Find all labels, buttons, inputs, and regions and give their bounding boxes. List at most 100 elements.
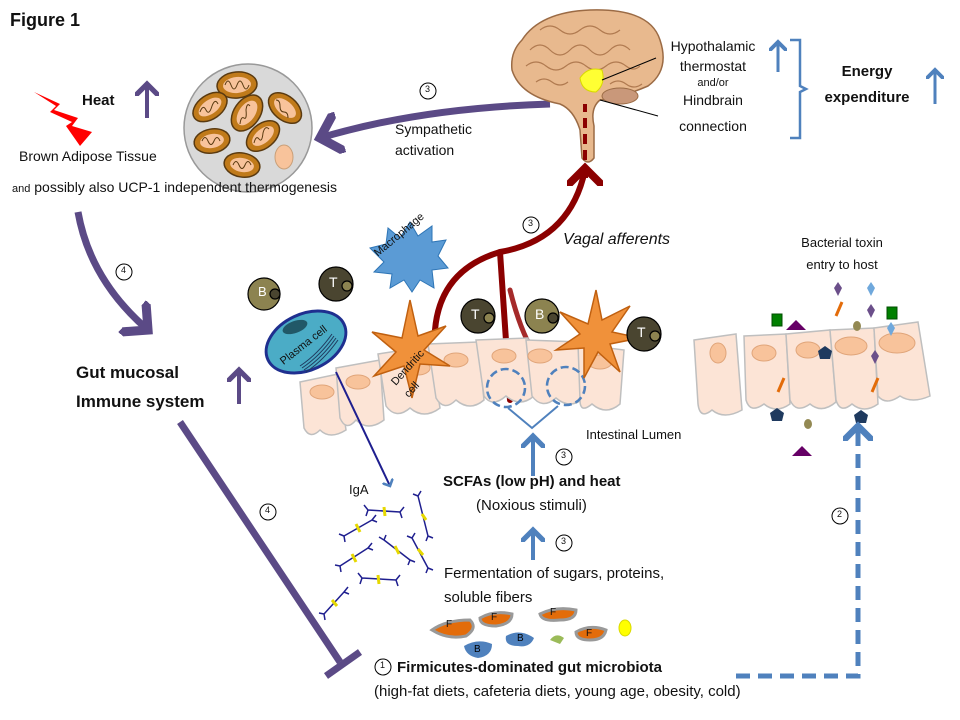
step-3-badge xyxy=(555,534,573,552)
iga-antibodies xyxy=(318,490,434,621)
firmicutes xyxy=(574,625,608,642)
brain-label-1: Hypothalamic xyxy=(670,38,756,54)
step-3-badge xyxy=(419,82,437,100)
b-label: B xyxy=(474,644,481,655)
brace-icon xyxy=(790,38,809,140)
fermentation-label-2: soluble fibers xyxy=(444,589,533,606)
toxin-triangle xyxy=(792,446,812,456)
plasma-to-iga-arrow xyxy=(335,371,390,486)
toxin-diamond xyxy=(871,350,879,364)
toxin-pentagon xyxy=(854,410,868,423)
bacteroidetes xyxy=(464,641,492,658)
t-cell xyxy=(318,266,354,302)
t-cell-label: T xyxy=(329,274,338,290)
microbiota-subtitle: (high-fat diets, cafeteria diets, young … xyxy=(374,683,741,700)
vagal-label: Vagal afferents xyxy=(563,231,671,248)
step-1-label: 1 xyxy=(380,660,386,670)
toxin-label-2: entry to host xyxy=(806,257,878,272)
f-label: F xyxy=(491,612,498,623)
brain-label-5: connection xyxy=(679,118,747,134)
step-2-badge xyxy=(831,507,849,525)
f-label: F xyxy=(586,628,593,639)
f-label: F xyxy=(550,607,557,618)
toxin-drop xyxy=(853,321,861,331)
other-microbe xyxy=(618,619,632,637)
toxin-rod xyxy=(834,301,844,317)
t-cell xyxy=(460,298,496,334)
macrophage xyxy=(369,221,449,293)
gut-microbes xyxy=(429,607,632,658)
sympathetic-label-1: Sympathetic xyxy=(395,121,473,137)
toxin-square xyxy=(886,306,898,320)
lumen-label: Intestinal Lumen xyxy=(586,427,682,442)
step-4-label: 4 xyxy=(265,505,271,515)
toxin-square xyxy=(771,313,783,327)
fermentation-label-1: Fermentation of sugars, proteins, xyxy=(444,565,665,582)
receptor-circle xyxy=(545,365,587,407)
toxin-pentagon xyxy=(770,408,784,421)
lymphocytes xyxy=(247,266,662,352)
t-cell-label: T xyxy=(471,306,480,322)
noxious-label: (Noxious stimuli) xyxy=(476,497,587,514)
b-cell-label: B xyxy=(258,284,267,299)
toxin-rod xyxy=(870,377,880,393)
toxin-entry-dashed-path xyxy=(736,428,861,679)
toxin-label-1: Bacterial toxin xyxy=(801,235,883,250)
toxin-rod xyxy=(776,377,786,393)
step-1-badge xyxy=(374,658,392,676)
dendritic-cell xyxy=(371,299,451,399)
scfa-label: SCFAs (low pH) and heat xyxy=(443,473,621,490)
energy-label-1: Energy xyxy=(841,63,893,80)
bat-to-immune-arrow xyxy=(74,211,148,330)
bacterial-toxins xyxy=(770,282,898,456)
immune-label-1: Gut mucosal xyxy=(76,363,179,382)
figure-title: Figure 1 xyxy=(10,10,81,30)
toxin-diamond xyxy=(867,282,875,296)
sympathetic-arrow xyxy=(320,100,551,138)
immune-label-2: Immune system xyxy=(76,392,205,411)
step-4-label: 4 xyxy=(121,265,127,275)
t-cell xyxy=(626,316,662,352)
heat-label: Heat xyxy=(82,92,115,109)
toxin-diamond xyxy=(887,322,895,336)
brain-label-2: thermostat xyxy=(679,58,747,74)
thermogenesis-prefix: and xyxy=(12,183,31,195)
firmicutes xyxy=(478,611,514,628)
toxin-drop xyxy=(804,419,812,429)
step-3-badge xyxy=(522,216,540,234)
brown-adipose-cell xyxy=(183,63,313,193)
brain-illustration xyxy=(510,9,664,163)
step-4-badge xyxy=(115,263,133,281)
bat-label: Brown Adipose Tissue xyxy=(19,148,157,164)
toxin-pentagon xyxy=(818,346,832,359)
toxin-diamond xyxy=(834,282,842,296)
firmicutes xyxy=(538,607,578,622)
step-4-badge xyxy=(259,503,277,521)
inhibition-bar xyxy=(323,649,363,679)
lightning-bolt-icon xyxy=(34,92,92,146)
step-3-badge xyxy=(555,448,573,466)
nucleus xyxy=(274,144,294,170)
f-label: F xyxy=(446,619,453,630)
firmicutes xyxy=(429,618,475,639)
b-cell-label: B xyxy=(535,306,545,322)
b-cell xyxy=(524,298,560,334)
toxin-triangle xyxy=(786,320,806,330)
iga-label: IgA xyxy=(349,482,369,497)
step-3-label: 3 xyxy=(528,218,534,228)
b-label: B xyxy=(517,633,524,644)
toxin-diamond xyxy=(867,304,875,318)
thermogenesis-label: and possibly also UCP-1 independent ther… xyxy=(12,179,337,196)
t-cell-label: T xyxy=(637,324,646,340)
step-3-label: 3 xyxy=(561,450,567,460)
thermogenesis-text: possibly also UCP-1 independent thermoge… xyxy=(34,179,337,195)
step-3-label: 3 xyxy=(425,84,431,94)
receptor-circle xyxy=(485,367,527,409)
sympathetic-label-2: activation xyxy=(395,142,455,158)
plasma-cell xyxy=(264,309,348,375)
brain-label-3: and/or xyxy=(697,77,729,89)
dendritic-cell xyxy=(553,289,641,379)
inhibition-line xyxy=(177,420,343,664)
step-3-label: 3 xyxy=(561,536,567,546)
